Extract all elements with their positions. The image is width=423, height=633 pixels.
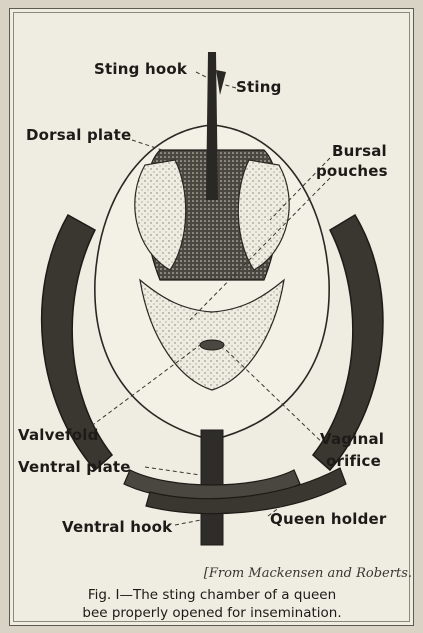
figure-caption-line2: bee properly opened for insemination.: [16, 604, 408, 622]
label-sting-hook: Sting hook: [94, 60, 187, 78]
label-bursal-pouches-2: pouches: [316, 162, 388, 180]
label-dorsal-plate: Dorsal plate: [26, 126, 131, 144]
label-queen-holder: Queen holder: [270, 510, 387, 528]
label-bursal-pouches-1: Bursal: [332, 142, 387, 160]
sting: [206, 52, 218, 200]
figure-caption-line1: Fig. I—The sting chamber of a queen: [16, 586, 408, 604]
label-valvefold: Valvefold: [18, 426, 99, 444]
label-vaginal-orifice-2: orifice: [326, 452, 381, 470]
vaginal-orifice: [200, 340, 224, 350]
sting-hook: [216, 70, 226, 95]
label-ventral-plate: Ventral plate: [18, 458, 131, 476]
label-sting: Sting: [236, 78, 282, 96]
label-ventral-hook: Ventral hook: [62, 518, 172, 536]
label-vaginal-orifice-1: Vaginal: [320, 430, 384, 448]
figure-credit: [From Mackensen and Roberts.: [0, 566, 412, 581]
